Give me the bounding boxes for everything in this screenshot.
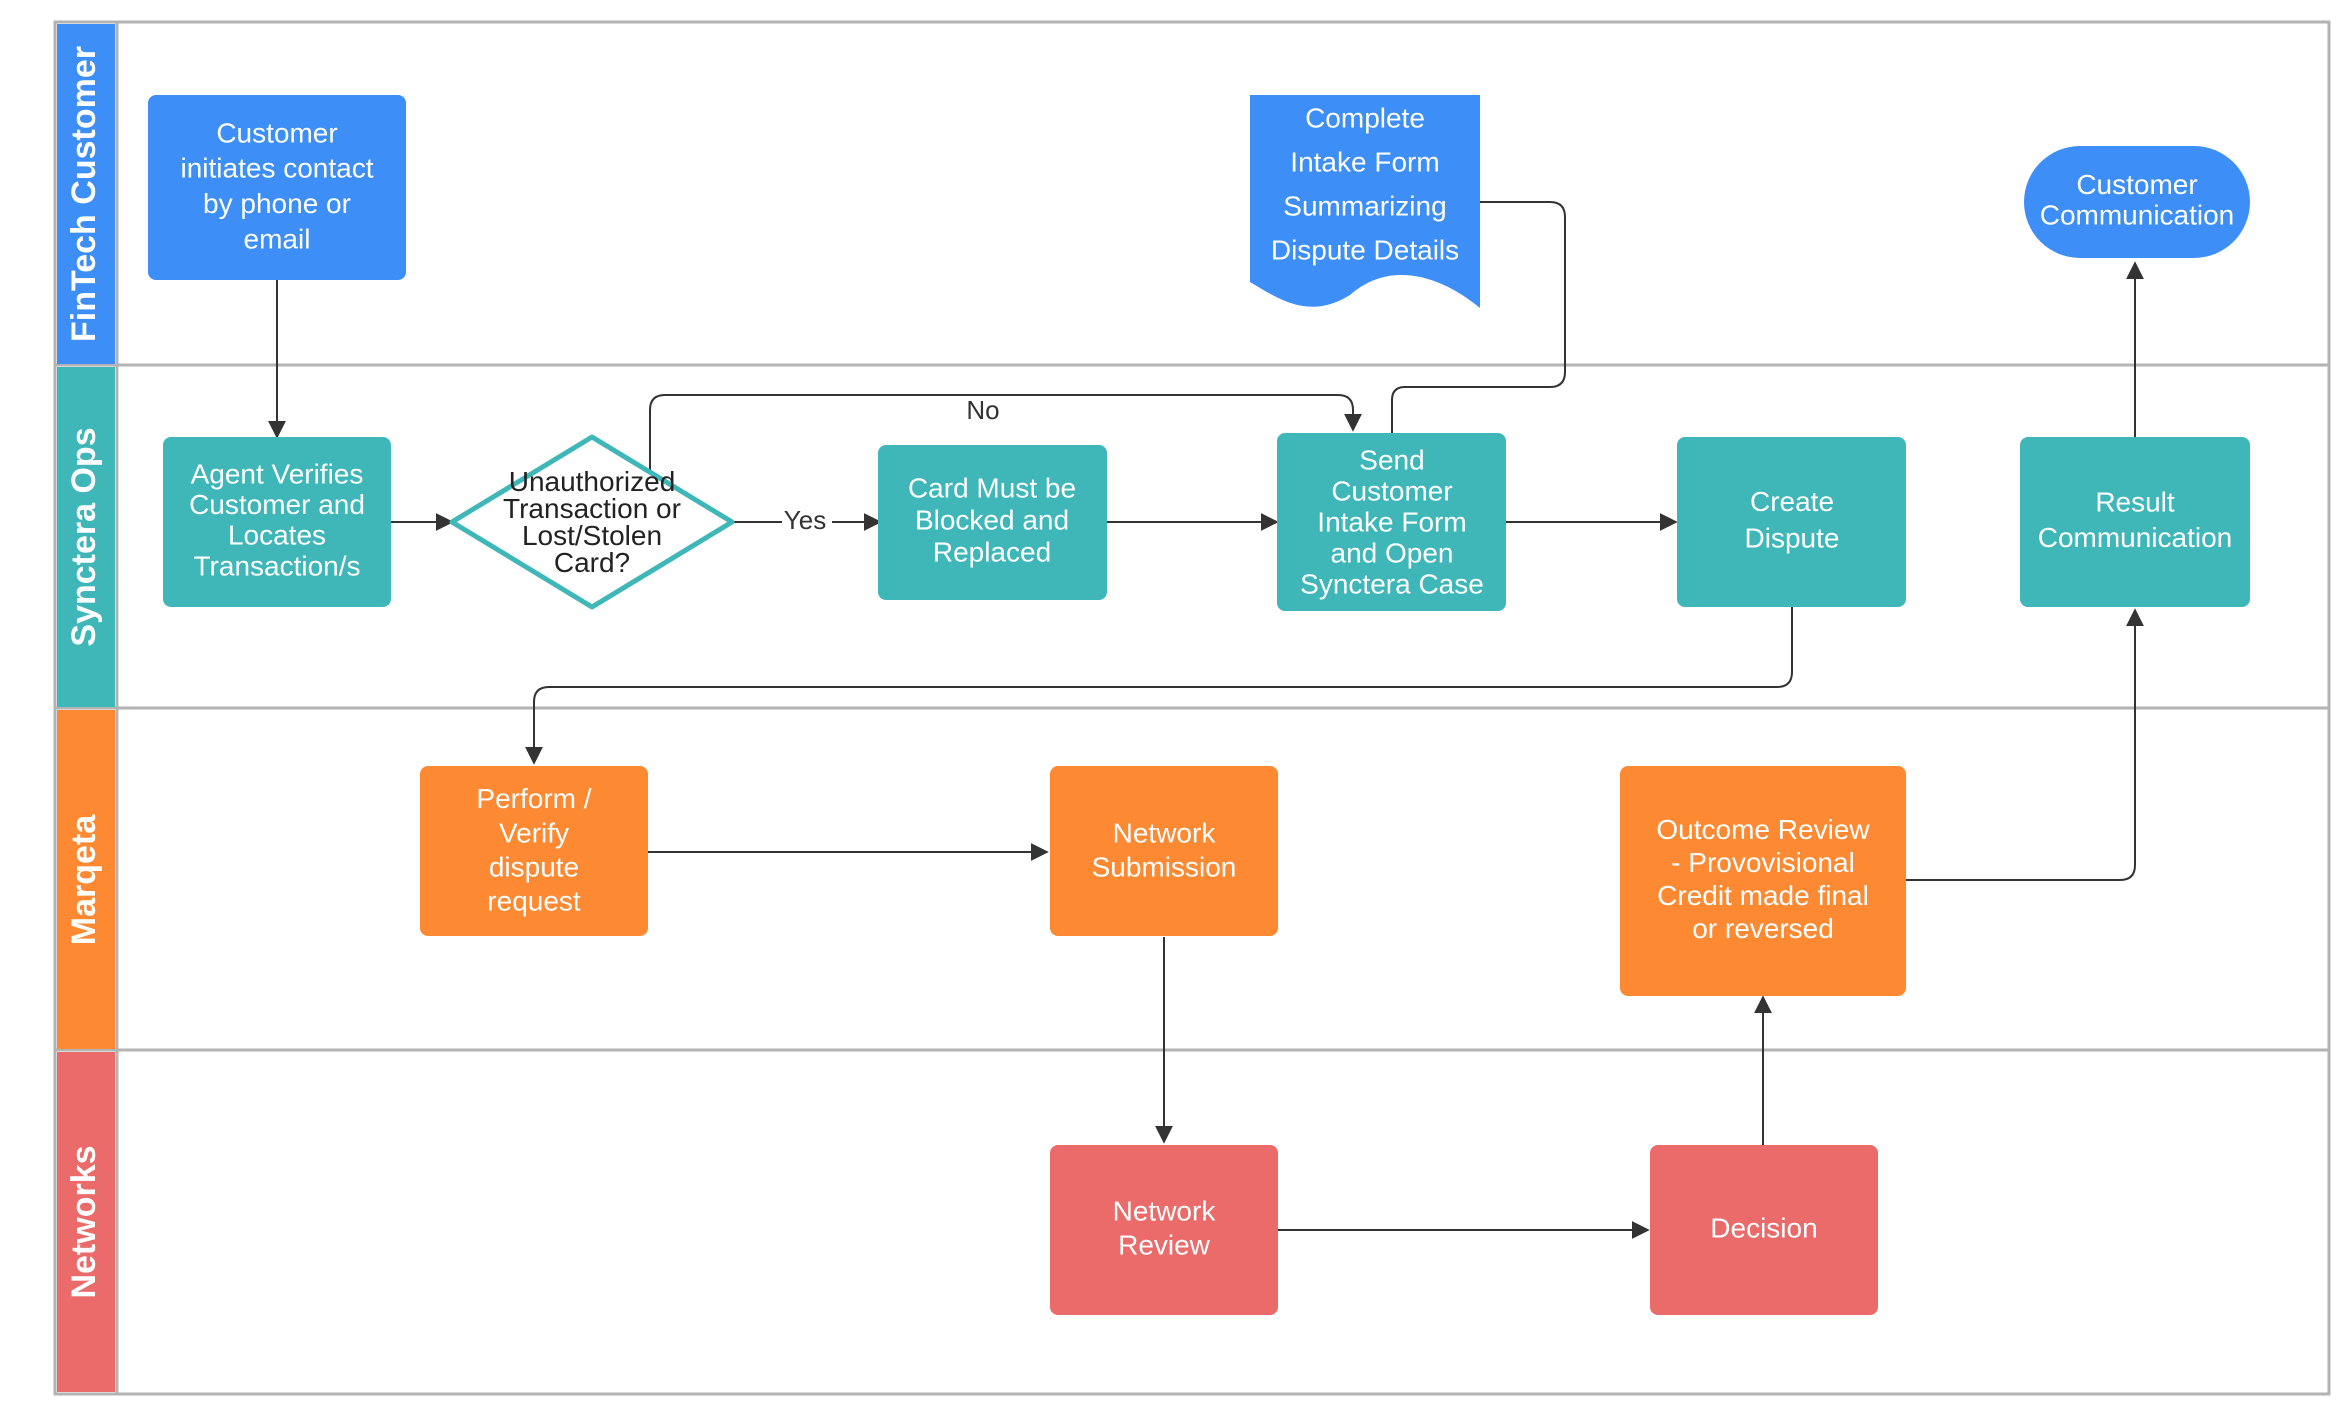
- node-decision[interactable]: Decision: [1650, 1145, 1878, 1315]
- node-label-line: Dispute: [1745, 523, 1840, 554]
- edge-label-no: No: [966, 395, 999, 425]
- edge-send-to-intake: [1391, 201, 1566, 433]
- node-label-line: or reversed: [1692, 913, 1834, 944]
- node-label-line: Review: [1118, 1230, 1211, 1261]
- node-label-line: Customer and: [189, 489, 365, 520]
- node-label-line: Submission: [1092, 852, 1237, 883]
- node-label-line: Network: [1113, 1195, 1217, 1226]
- connectors: [268, 201, 2144, 1239]
- node-label-line: Card Must be: [908, 473, 1076, 504]
- node-label-line: Locates: [228, 520, 326, 551]
- node-label-line: Transaction/s: [193, 550, 360, 581]
- node-label-line: Synctera Case: [1300, 568, 1484, 599]
- node-label: Decision: [1710, 1212, 1817, 1243]
- node-label-line: Communication: [2038, 522, 2233, 553]
- node-label-line: Intake Form: [1290, 146, 1439, 177]
- edge-decision-no-to-send: [649, 394, 1362, 470]
- node-label-line: Communication: [2040, 200, 2235, 231]
- lane-header-fintech: FinTech Customer: [57, 24, 115, 364]
- node-label-line: Decision: [1710, 1212, 1817, 1243]
- lane-label-synctera: Synctera Ops: [65, 427, 103, 646]
- node-label-line: request: [487, 886, 581, 917]
- node-label-line: Unauthorized: [509, 466, 676, 497]
- node-label-line: and Open: [1331, 537, 1454, 568]
- node-label-line: Customer: [2076, 169, 2197, 200]
- node-label: Customer initiates contact by phone or emai…: [181, 117, 374, 254]
- lane-header-marqeta: Marqeta: [57, 710, 115, 1049]
- lane-band-fintech: [57, 24, 115, 364]
- lane-label-networks: Networks: [65, 1145, 103, 1298]
- lane-label-fintech: FinTech Customer: [65, 46, 103, 342]
- edge-label-yes: Yes: [784, 505, 826, 535]
- node-label-line: Outcome Review: [1656, 814, 1870, 845]
- node-label-line: Result: [2095, 487, 2175, 518]
- node-label-line: Credit made final: [1657, 880, 1869, 911]
- lane-label-marqeta: Marqeta: [65, 814, 103, 945]
- node-label-line: Card?: [554, 547, 630, 578]
- node-label-line: Transaction or: [503, 493, 681, 524]
- node-label-line: Verify: [499, 817, 569, 848]
- node-label-line: Complete: [1305, 102, 1425, 133]
- node-label-line: Perform /: [476, 783, 591, 814]
- node-label-line: email: [244, 223, 311, 254]
- nodes: Customer initiates contact by phone or emai…: [148, 95, 2250, 1315]
- node-label-line: by phone or: [203, 188, 351, 219]
- node-customer-contact[interactable]: Customer initiates contact by phone or emai…: [148, 95, 406, 280]
- node-label-line: Summarizing: [1283, 190, 1446, 221]
- node-label-line: Lost/Stolen: [522, 520, 662, 551]
- lane-band-networks: [57, 1052, 115, 1392]
- node-label-line: Customer: [216, 117, 337, 148]
- node-label-line: Blocked and: [915, 504, 1069, 535]
- node-label-line: Network: [1113, 817, 1217, 848]
- node-label-line: initiates contact: [181, 153, 374, 184]
- lane-band-synctera: [57, 367, 115, 707]
- swimlane-frame: [53, 20, 2331, 1396]
- node-label-line: Customer: [1331, 475, 1452, 506]
- lane-header-networks: Networks: [57, 1052, 115, 1392]
- lane-band-marqeta: [57, 710, 115, 1049]
- node-label-line: Intake Form: [1317, 506, 1466, 537]
- edge-create-to-perform: [525, 607, 1793, 765]
- node-label-line: - Provovisional: [1671, 847, 1855, 878]
- lane-header-synctera: Synctera Ops: [57, 367, 115, 707]
- node-label-line: Dispute Details: [1271, 234, 1459, 265]
- edge-labels: Yes No: [782, 395, 1000, 539]
- node-label-line: dispute: [489, 852, 579, 883]
- node-label-line: Replaced: [933, 536, 1051, 567]
- node-label-line: Agent Verifies: [191, 458, 364, 489]
- edge-outcome-to-result: [1906, 608, 2144, 881]
- node-label-line: Send: [1359, 444, 1424, 475]
- node-label-line: Create: [1750, 486, 1834, 517]
